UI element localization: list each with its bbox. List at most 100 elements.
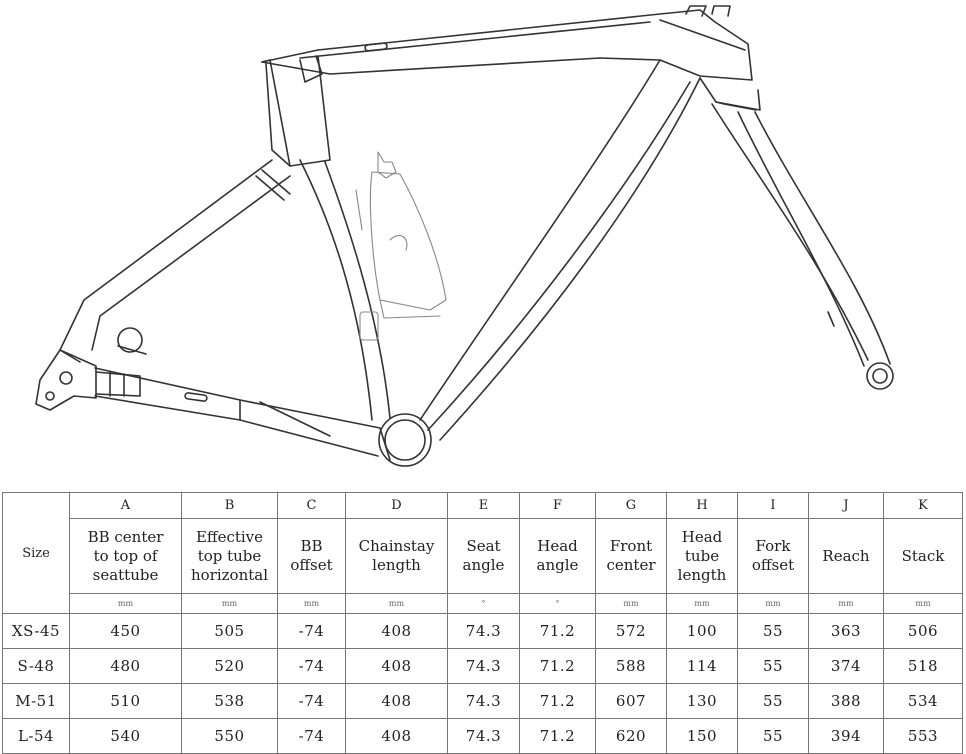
col-name-line: top tube <box>197 546 262 565</box>
col-name-line: Fork <box>755 537 791 555</box>
col-name-line: Head <box>537 537 578 555</box>
col-name-line: Reach <box>822 546 870 565</box>
value-cell: 130 <box>666 683 738 719</box>
col-unit: mm <box>595 593 667 614</box>
value-cell: 572 <box>595 613 667 649</box>
value-cell: 71.2 <box>519 718 596 754</box>
col-name-line: seattube <box>92 565 159 584</box>
col-unit: mm <box>345 593 448 614</box>
col-unit: mm <box>883 593 963 614</box>
col-name-line: horizontal <box>190 565 269 584</box>
value-cell: 588 <box>595 648 667 684</box>
value-cell: 71.2 <box>519 613 596 649</box>
col-name-line: offset <box>290 556 333 574</box>
size-cell: L-54 <box>2 718 70 754</box>
value-cell: 540 <box>69 718 182 754</box>
bicycle-frame-drawing <box>35 5 894 467</box>
col-name-line: to top of <box>93 546 158 565</box>
value-cell: 55 <box>737 683 809 719</box>
value-cell: 538 <box>181 683 278 719</box>
col-name-line: center <box>606 556 656 574</box>
col-name-line: Front <box>609 537 653 555</box>
seat-tube <box>261 55 391 421</box>
value-cell: 55 <box>737 613 809 649</box>
col-unit: mm <box>277 593 346 614</box>
value-cell: 55 <box>737 718 809 754</box>
size-cell: XS-45 <box>2 613 70 649</box>
table-row: M-51 510 538 -74 408 74.3 71.2 607 130 5… <box>2 683 963 719</box>
col-unit: mm <box>181 593 278 614</box>
rear-dropout <box>35 327 147 411</box>
col-name-line: Chainstay <box>358 537 435 555</box>
value-cell: 71.2 <box>519 648 596 684</box>
col-letter: G <box>595 492 667 519</box>
col-unit: ° <box>447 593 520 614</box>
table-row: XS-45 450 505 -74 408 74.3 71.2 572 100 … <box>2 613 963 649</box>
col-unit: mm <box>737 593 809 614</box>
col-name-line: Stack <box>901 546 945 565</box>
col-name-line: length <box>677 565 727 584</box>
value-cell: 74.3 <box>447 683 520 719</box>
col-name: Stack <box>883 518 963 594</box>
col-letter: D <box>345 492 448 519</box>
col-name-line: angle <box>462 556 505 574</box>
value-cell: 550 <box>181 718 278 754</box>
col-letter: A <box>69 492 182 519</box>
value-cell: -74 <box>277 683 346 719</box>
value-cell: 518 <box>883 648 963 684</box>
table-row: S-48 480 520 -74 408 74.3 71.2 588 114 5… <box>2 648 963 684</box>
size-header: Size <box>2 492 70 614</box>
value-cell: 480 <box>69 648 182 684</box>
size-cell: S-48 <box>2 648 70 684</box>
col-name-line: Effective <box>195 527 264 546</box>
col-letter: I <box>737 492 809 519</box>
col-name-line: Seat <box>466 537 501 555</box>
size-cell: M-51 <box>2 683 70 719</box>
col-letter: K <box>883 492 963 519</box>
seat-stays <box>59 159 291 363</box>
value-cell: 450 <box>69 613 182 649</box>
value-cell: 100 <box>666 613 738 649</box>
col-name-line: BB center <box>87 527 164 546</box>
column-letters-row: Size A B C D E F G H I J K <box>2 492 963 614</box>
value-cell: -74 <box>277 613 346 649</box>
value-cell: 607 <box>595 683 667 719</box>
value-cell: 74.3 <box>447 613 520 649</box>
col-name: Reach <box>808 518 884 594</box>
col-unit: mm <box>69 593 182 614</box>
col-name-line: tube <box>684 546 720 565</box>
table-row: L-54 540 550 -74 408 74.3 71.2 620 150 5… <box>2 718 963 754</box>
col-letter: C <box>277 492 346 519</box>
value-cell: 408 <box>345 683 448 719</box>
col-name-line: length <box>372 556 421 574</box>
value-cell: 534 <box>883 683 963 719</box>
value-cell: 74.3 <box>447 718 520 754</box>
value-cell: 388 <box>808 683 884 719</box>
value-cell: 510 <box>69 683 182 719</box>
col-unit: mm <box>808 593 884 614</box>
value-cell: 553 <box>883 718 963 754</box>
value-cell: 408 <box>345 718 448 754</box>
value-cell: 408 <box>345 648 448 684</box>
value-cell: -74 <box>277 718 346 754</box>
value-cell: 620 <box>595 718 667 754</box>
value-cell: 71.2 <box>519 683 596 719</box>
col-name-line: offset <box>751 556 795 574</box>
value-cell: 55 <box>737 648 809 684</box>
value-cell: 374 <box>808 648 884 684</box>
value-cell: 505 <box>181 613 278 649</box>
down-tube <box>419 59 701 441</box>
water-bottle <box>355 151 447 341</box>
col-letter: E <box>447 492 520 519</box>
col-unit: mm <box>666 593 738 614</box>
value-cell: 506 <box>883 613 963 649</box>
